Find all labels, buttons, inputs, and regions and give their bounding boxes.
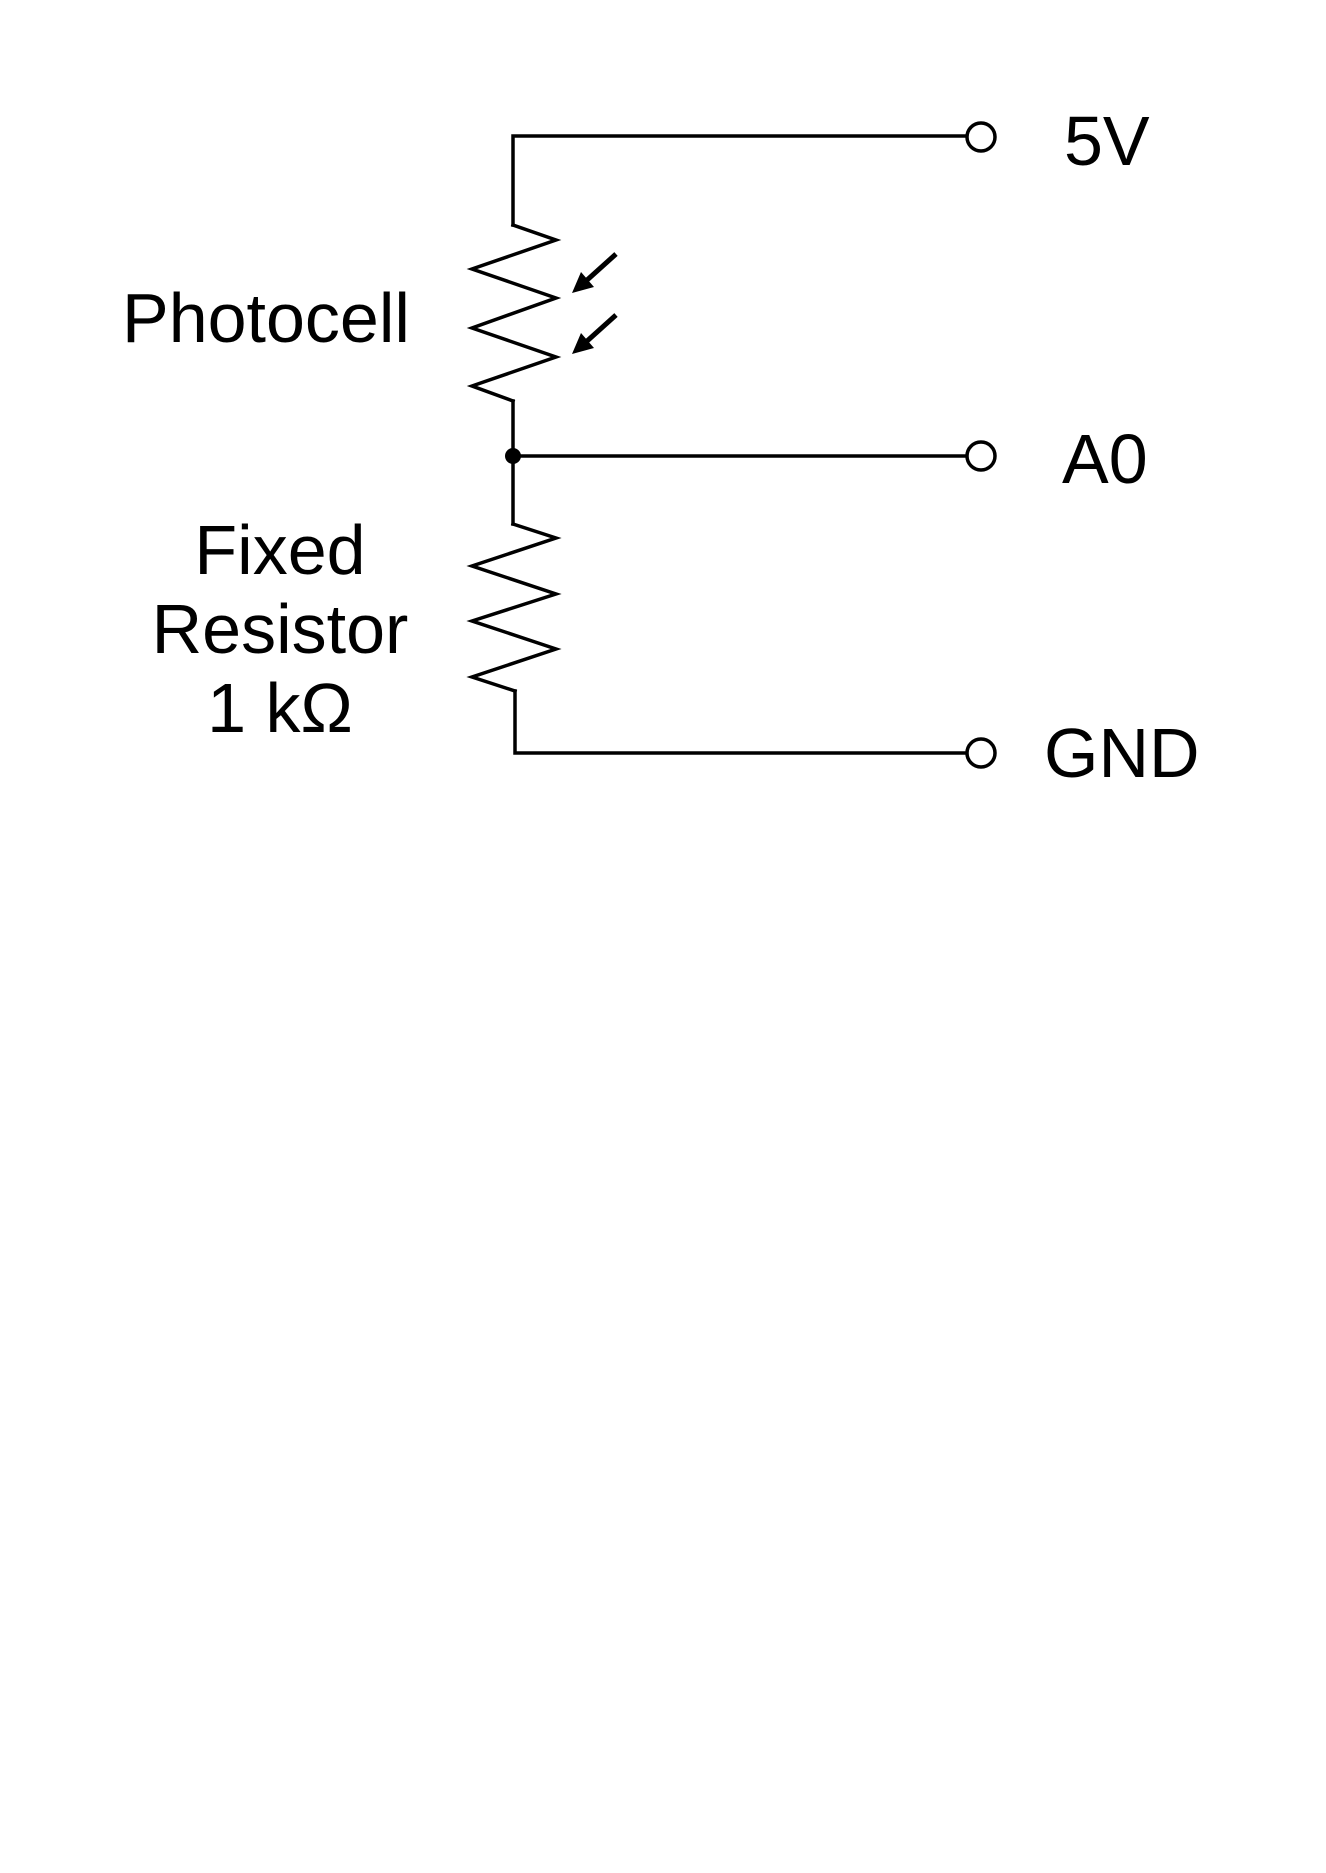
light-arrows-icon [572,254,616,354]
ground-wire [515,691,966,753]
supply-label: 5V [1064,102,1150,180]
analog-input-label: A0 [1062,420,1148,498]
ground-label: GND [1044,714,1200,792]
fixed-resistor-label-line2: Resistor [152,590,409,668]
light-arrow-lower [586,315,616,342]
supply-terminal [967,123,995,151]
supply-wire [513,136,966,225]
photocell-label: Photocell [122,279,410,357]
analog-terminal [967,442,995,470]
photocell-symbol [472,225,556,401]
fixed-resistor-value: 1 kΩ [207,669,353,747]
fixed-resistor-symbol [472,524,556,691]
ground-terminal [967,739,995,767]
light-arrow-upper [586,254,616,281]
fixed-resistor-label-line1: Fixed [194,511,365,589]
